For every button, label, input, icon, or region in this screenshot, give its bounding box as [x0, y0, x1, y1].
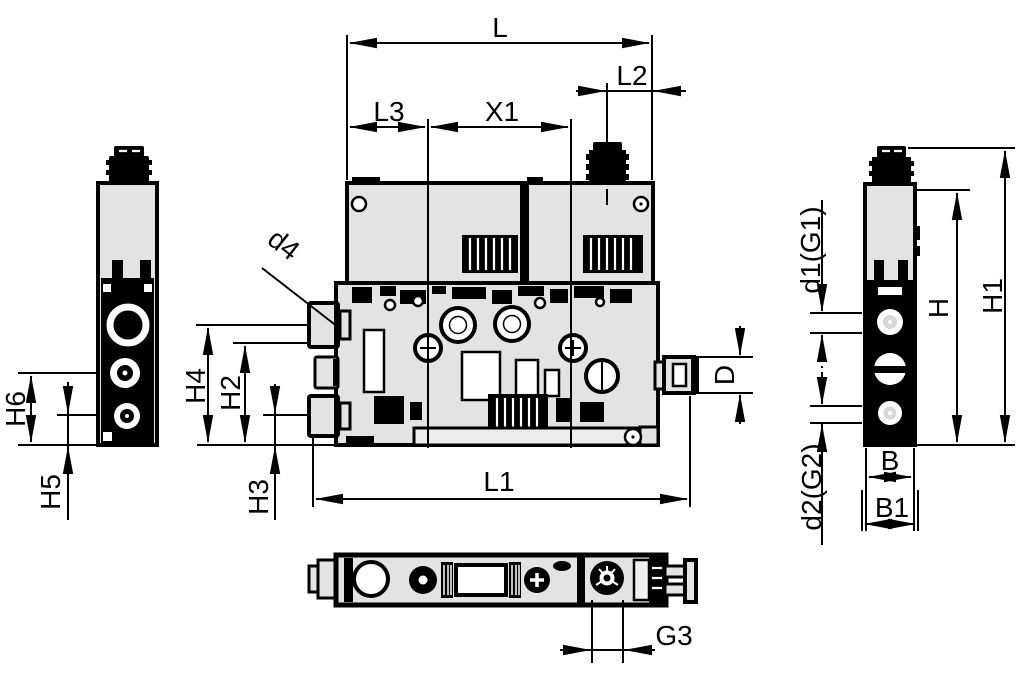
- m12-connector-right: [869, 146, 914, 185]
- left-port-middle: [313, 355, 340, 390]
- slot-screw-side: [874, 353, 906, 385]
- front-view: L L2 L3 X1 d4 H4: [180, 12, 753, 520]
- right-exhaust-port: [653, 355, 699, 395]
- bottom-port-large: [352, 560, 390, 598]
- dim-label-x1: X1: [485, 96, 519, 127]
- knurl-left: [441, 562, 453, 598]
- left-view-lower-section: [101, 260, 154, 443]
- port-low: [114, 403, 140, 429]
- dim-label-l2: L2: [616, 60, 647, 91]
- dim-B: B: [865, 445, 915, 531]
- m12-connector: [106, 146, 152, 185]
- dim-label-b: B: [881, 445, 900, 476]
- dim-label-h2: H2: [215, 375, 246, 411]
- gasket-band: [352, 286, 632, 312]
- bottom-prongs: [663, 558, 698, 604]
- dim-label-l: L: [492, 12, 508, 43]
- dim-label-h5: H5: [35, 474, 66, 510]
- left-side-view: H6 H5: [0, 146, 159, 520]
- dim-L2: L2: [576, 60, 686, 142]
- port-circle-1: [439, 306, 477, 344]
- dim-label-g3: G3: [655, 620, 692, 651]
- dim-H6: H6: [0, 372, 98, 446]
- vent-patch-left: [462, 235, 518, 273]
- dim-label-h3: H3: [243, 479, 274, 515]
- dim-B1: B1: [861, 490, 919, 531]
- right-view-lower-section: [867, 226, 920, 443]
- left-port-lower: [307, 394, 352, 438]
- cross-screw-right: [558, 333, 588, 363]
- dim-d1G1: d1(G1): [795, 200, 862, 405]
- dim-label-h6: H6: [0, 391, 31, 427]
- dim-label-d1g1: d1(G1): [795, 206, 826, 293]
- dim-H4: H4: [180, 324, 309, 443]
- bottom-plate: [412, 426, 646, 447]
- port-mid: [110, 358, 140, 388]
- housing-hole-left: [350, 195, 368, 213]
- dim-label-d: D: [709, 365, 740, 385]
- front-upper-housing: [345, 142, 655, 285]
- slot-screw: [584, 358, 620, 394]
- front-lower-block: [307, 281, 699, 447]
- dim-L: L: [346, 12, 653, 180]
- dim-L1: L1: [312, 396, 691, 507]
- knurl-right: [509, 562, 521, 598]
- bottom-port-small: [409, 566, 437, 594]
- port-d2: [878, 401, 902, 425]
- dim-label-h: H: [923, 298, 954, 318]
- dim-H3: H3: [243, 384, 308, 520]
- dim-D: D: [664, 326, 753, 424]
- port-ring-top: [106, 303, 150, 347]
- bottom-end-block: [649, 556, 665, 604]
- dim-label-h4: H4: [180, 368, 211, 404]
- dim-label-l3: L3: [373, 96, 404, 127]
- vent-patch-right: [583, 235, 643, 273]
- bottom-display: [454, 563, 508, 597]
- port-d1: [877, 309, 903, 335]
- right-side-view: d1(G1) d2(G2) H H1 B B1: [795, 146, 1015, 545]
- dim-label-h1: H1: [977, 278, 1008, 314]
- module-divider: [520, 183, 529, 283]
- bottom-view: G3: [307, 552, 698, 663]
- bottom-cross-screw: [524, 567, 550, 593]
- dim-H2: H2: [215, 342, 309, 443]
- bottom-port-g3: [590, 561, 624, 595]
- port-circle-2: [493, 305, 531, 343]
- foot-right: [638, 425, 660, 447]
- dim-label-d2g2: d2(G2): [796, 443, 827, 530]
- m12-connector-top: [586, 142, 629, 205]
- foot-left: [346, 436, 374, 447]
- dim-G3: G3: [560, 600, 693, 663]
- dim-H5: H5: [35, 382, 74, 520]
- dim-label-b1: B1: [875, 492, 909, 523]
- dim-d2G2: d2(G2): [796, 405, 862, 545]
- dim-H: H: [917, 189, 970, 443]
- dim-label-d4: d4: [262, 223, 306, 267]
- dim-label-l1: L1: [483, 466, 514, 497]
- lower-dark-cluster: [374, 394, 604, 432]
- dim-X1: X1: [430, 96, 572, 448]
- dim-L3: L3: [349, 96, 429, 448]
- dim-H1: H1: [908, 147, 1015, 443]
